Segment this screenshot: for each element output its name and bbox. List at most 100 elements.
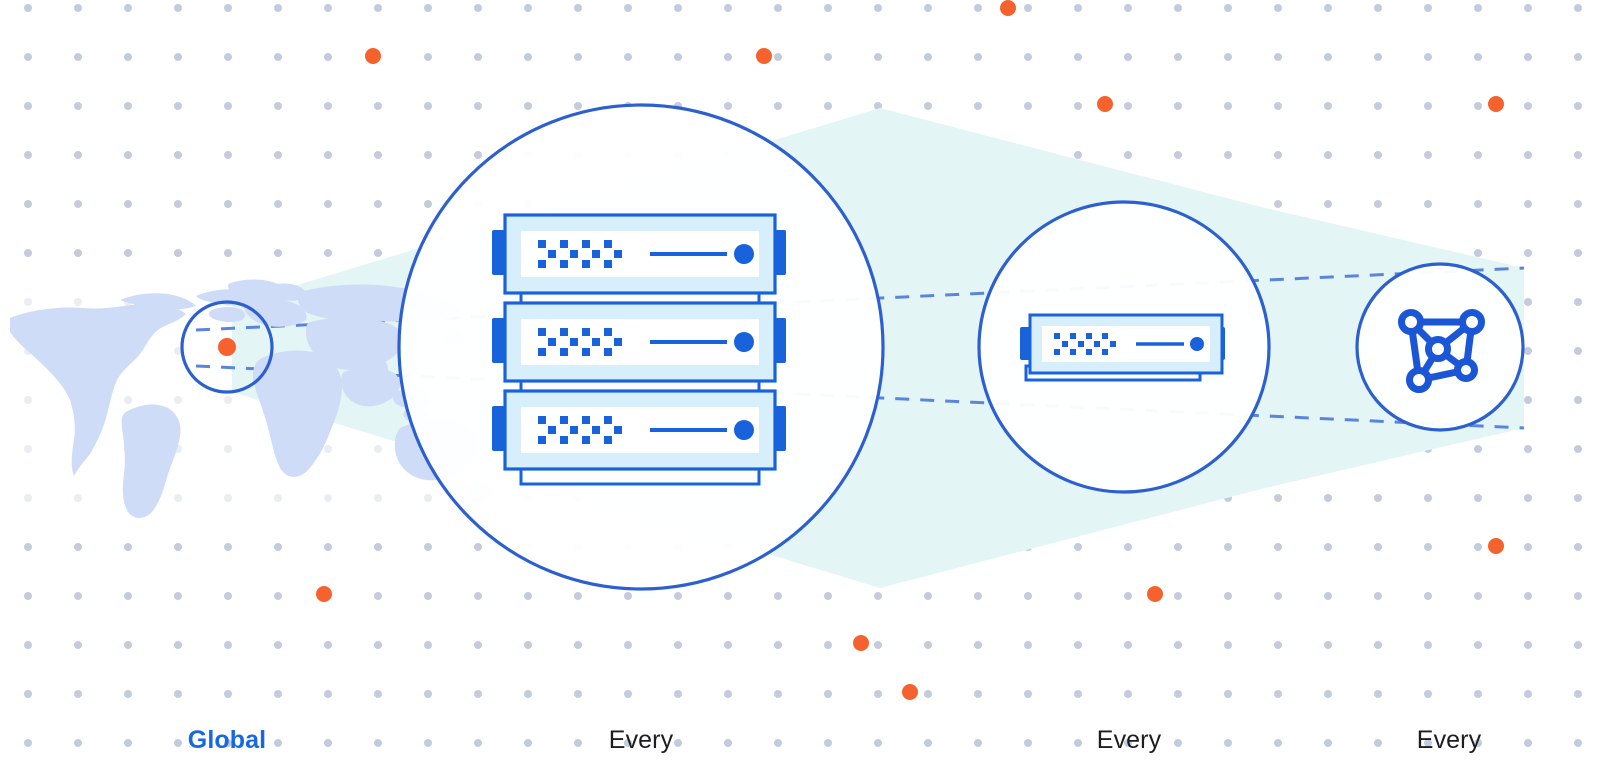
grid-dot (1524, 347, 1532, 355)
grid-dot (1374, 543, 1382, 551)
network-mesh-icon (1398, 309, 1485, 393)
grid-dot-accent (756, 48, 772, 64)
grid-dot (324, 4, 332, 12)
grid-dot (1474, 151, 1482, 159)
grid-dot (774, 739, 782, 747)
grid-dot (1274, 543, 1282, 551)
mesh-node-top-left (1398, 309, 1424, 335)
grid-dot (274, 494, 282, 502)
grid-dot (1074, 4, 1082, 12)
grid-dot (824, 53, 832, 61)
grid-dot (1574, 690, 1582, 698)
grid-dot (1524, 249, 1532, 257)
grid-dot (974, 102, 982, 110)
grid-dot (24, 739, 32, 747)
grid-dot (824, 102, 832, 110)
grid-dot (424, 102, 432, 110)
stage-label-global-network-line1: Global (187, 726, 267, 754)
grid-dot (1524, 641, 1532, 649)
grid-dot (224, 592, 232, 600)
grid-dot (1324, 592, 1332, 600)
grid-dot (1574, 347, 1582, 355)
grid-dot (174, 739, 182, 747)
grid-dot (224, 102, 232, 110)
grid-dot (524, 641, 532, 649)
grid-dot (174, 249, 182, 257)
grid-dot (224, 396, 232, 404)
grid-dot (874, 592, 882, 600)
rack-unit-1 (492, 213, 786, 295)
grid-dot (524, 690, 532, 698)
stage-label-global-network: Global network (127, 668, 327, 782)
grid-dot (1324, 53, 1332, 61)
grid-dot (774, 4, 782, 12)
grid-dot (274, 543, 282, 551)
grid-dot (374, 739, 382, 747)
grid-dot (274, 200, 282, 208)
grid-dot (374, 151, 382, 159)
grid-dot (174, 200, 182, 208)
grid-dot (274, 739, 282, 747)
grid-dot (674, 641, 682, 649)
grid-dot (574, 102, 582, 110)
grid-dot (974, 592, 982, 600)
mesh-node-center (1425, 336, 1451, 362)
grid-dot-accent (316, 586, 332, 602)
grid-dot (1474, 102, 1482, 110)
grid-dot (424, 494, 432, 502)
grid-dot (24, 298, 32, 306)
rack-unit-3-vent-dots (538, 416, 622, 444)
grid-dot (174, 396, 182, 404)
grid-dot (1474, 543, 1482, 551)
grid-dot (1124, 4, 1132, 12)
grid-dot (924, 739, 932, 747)
stage-label-data-center-line1: Every (608, 726, 674, 754)
grid-dot (1124, 151, 1132, 159)
grid-dot (1274, 53, 1282, 61)
grid-dot (674, 690, 682, 698)
grid-dot (1324, 151, 1332, 159)
grid-dot (1324, 641, 1332, 649)
stage-circle-global-network (180, 300, 274, 394)
grid-dot (474, 592, 482, 600)
grid-dot (524, 592, 532, 600)
grid-dot (1524, 543, 1532, 551)
grid-dot (674, 53, 682, 61)
grid-dot (374, 249, 382, 257)
server-unit-icon (1020, 313, 1225, 382)
grid-dot (724, 4, 732, 12)
grid-dot (1574, 151, 1582, 159)
grid-dot (224, 543, 232, 551)
grid-dot (1074, 592, 1082, 600)
dashed-guide-lines (195, 266, 1525, 430)
grid-dot (974, 739, 982, 747)
grid-dot (1474, 249, 1482, 257)
grid-dot (1424, 200, 1432, 208)
grid-dot (1424, 543, 1432, 551)
grid-dot-accent (1488, 96, 1504, 112)
rack-unit-2 (492, 301, 786, 383)
grid-dot (724, 690, 732, 698)
grid-dot (74, 543, 82, 551)
grid-dot (274, 53, 282, 61)
grid-dot (1074, 151, 1082, 159)
grid-dot (1224, 4, 1232, 12)
dashed-guide-bottom (195, 364, 1525, 430)
grid-dot (1274, 494, 1282, 502)
grid-dot (1524, 494, 1532, 502)
grid-dot (74, 690, 82, 698)
grid-dot (224, 494, 232, 502)
grid-dot (424, 4, 432, 12)
grid-dot (774, 53, 782, 61)
grid-dot (1474, 690, 1482, 698)
grid-dot (174, 494, 182, 502)
grid-dot (1524, 151, 1532, 159)
grid-dot (724, 592, 732, 600)
grid-dot (224, 445, 232, 453)
grid-dot (324, 494, 332, 502)
grid-dot (1574, 543, 1582, 551)
grid-dot (924, 4, 932, 12)
grid-dot (324, 739, 332, 747)
grid-dot (1374, 4, 1382, 12)
